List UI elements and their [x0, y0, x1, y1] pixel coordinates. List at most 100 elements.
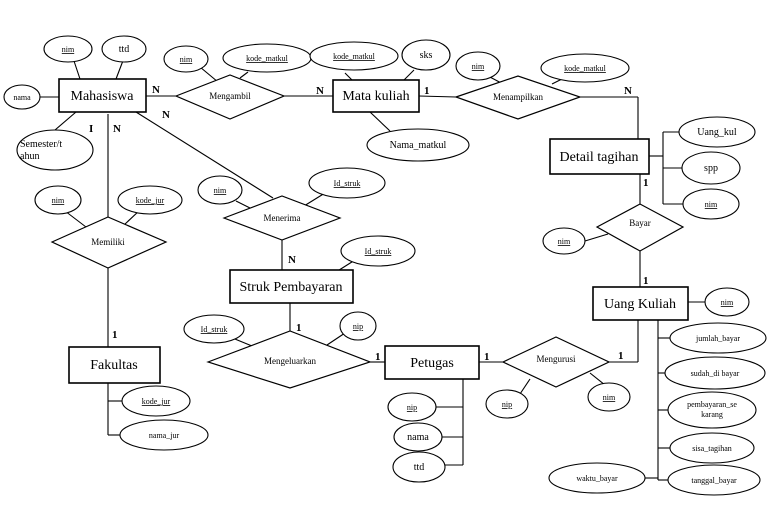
cardinality-dt-menampilkan: N — [624, 85, 632, 97]
line-terima-nim — [235, 200, 251, 209]
svg-text:nip: nip — [353, 322, 363, 331]
attribute-dt-uang-kul[interactable]: Uang_kul — [678, 116, 756, 148]
entity-label: Uang Kuliah — [604, 297, 676, 312]
relationship-menampilkan[interactable]: Menampilkan — [454, 75, 582, 120]
attribute-mhs-semester[interactable]: Semester/t ahun — [16, 129, 94, 171]
svg-text:spp: spp — [704, 163, 718, 174]
attribute-terima-nim[interactable]: nim — [197, 175, 243, 205]
svg-text:sisa_tagihan: sisa_tagihan — [692, 444, 732, 453]
attribute-uk-sisa-tagihan[interactable]: sisa_tagihan — [669, 432, 755, 464]
entity-mahasiswa[interactable]: Mahasiswa — [58, 78, 147, 113]
line-mk-nama — [369, 111, 391, 132]
attribute-tampil-kode-matkul[interactable]: kode_matkul — [540, 53, 630, 83]
svg-text:Uang_kul: Uang_kul — [697, 127, 737, 138]
attribute-milik-kode-jur[interactable]: kode_jur — [117, 185, 183, 215]
attribute-uk-jumlah-bayar[interactable]: jumlah_bayar — [669, 322, 767, 354]
connector-lines — [40, 54, 705, 481]
line-mhs-semester — [54, 111, 77, 131]
relationship-label: Mengambil — [209, 91, 251, 101]
attribute-uk-sudah-di-bayar[interactable]: sudah_di bayar — [664, 356, 766, 390]
relationship-label: Mengurusi — [537, 354, 576, 364]
attribute-ambil-kode-matkul[interactable]: kode_matkul — [222, 43, 312, 73]
attribute-ambil-nim[interactable]: nim — [163, 45, 209, 73]
attribute-urus-nim[interactable]: nim — [587, 382, 631, 412]
attribute-fak-kode-jur[interactable]: kode_jur — [121, 385, 191, 417]
entity-mata-kuliah[interactable]: Mata kuliah — [332, 79, 420, 113]
entity-detail-tagihan[interactable]: Detail tagihan — [549, 138, 650, 175]
svg-text:nama: nama — [407, 432, 429, 443]
attribute-pet-nip[interactable]: nip — [387, 392, 437, 422]
attribute-milik-nim[interactable]: nim — [34, 185, 82, 215]
entity-label: Detail tagihan — [560, 150, 639, 165]
attribute-bayar-nim[interactable]: nim — [542, 227, 586, 255]
svg-text:nim: nim — [603, 393, 616, 402]
svg-text:nim: nim — [721, 298, 734, 307]
line-bayar-nim — [584, 233, 609, 242]
svg-text:pembayaran_se: pembayaran_se — [687, 400, 737, 409]
svg-text:kode_matkul: kode_matkul — [333, 52, 376, 61]
svg-text:nim: nim — [62, 45, 75, 54]
attribute-mhs-ttd[interactable]: ttd — [101, 35, 147, 63]
attribute-pet-nama[interactable]: nama — [393, 422, 443, 452]
svg-text:sks: sks — [420, 50, 433, 61]
svg-text:Id_struk: Id_struk — [334, 179, 361, 188]
entity-uang-kuliah[interactable]: Uang Kuliah — [592, 286, 689, 321]
line-ambil-nim — [199, 66, 219, 83]
attribute-mk-nama-matkul[interactable]: Nama_matkul — [366, 128, 470, 162]
svg-text:nip: nip — [502, 400, 512, 409]
attribute-terima-id-struk[interactable]: Id_struk — [308, 167, 386, 199]
line-mk-menampilkan — [418, 95, 457, 98]
svg-text:kode_jur: kode_jur — [136, 196, 165, 205]
attribute-kel-id-struk[interactable]: Id_struk — [183, 314, 245, 344]
attribute-mk-sks[interactable]: sks — [401, 39, 451, 71]
svg-text:nim: nim — [558, 237, 571, 246]
relationship-bayar[interactable]: Bayar — [595, 203, 685, 252]
entity-label: Fakultas — [90, 358, 137, 373]
cardinality-uk-bayar: 1 — [643, 275, 649, 287]
attribute-pet-ttd[interactable]: ttd — [392, 451, 446, 483]
svg-text:Id_struk: Id_struk — [201, 325, 228, 334]
attribute-uk-pembayaran-sekarang[interactable]: pembayaran_se karang — [667, 391, 757, 429]
svg-text:waktu_bayar: waktu_bayar — [576, 474, 618, 483]
attribute-mhs-nim[interactable]: nim — [43, 35, 93, 63]
entity-label: Mahasiswa — [71, 89, 135, 104]
relationship-label: Bayar — [629, 218, 651, 228]
line-mhs-menerima — [135, 111, 274, 199]
cardinality-mhs-bar: I — [89, 123, 93, 135]
line-kel-nip — [326, 332, 346, 346]
attribute-mk-kode-matkul[interactable]: kode_matkul — [309, 41, 399, 71]
relationship-label: Menampilkan — [493, 92, 543, 102]
svg-text:kode_jur: kode_jur — [142, 397, 171, 406]
cardinality-mk-menampilkan: 1 — [424, 85, 430, 97]
entity-fakultas[interactable]: Fakultas — [68, 346, 161, 384]
svg-text:ahun: ahun — [20, 151, 39, 162]
svg-text:nip: nip — [407, 403, 417, 412]
line-milik-nim — [64, 210, 87, 228]
attribute-tampil-nim[interactable]: nim — [455, 51, 501, 81]
attribute-dt-spp[interactable]: spp — [681, 151, 741, 185]
entity-struk-pembayaran[interactable]: Struk Pembayaran — [229, 269, 354, 304]
attribute-uk-tanggal-bayar[interactable]: tanggal_bayar — [667, 464, 761, 496]
relationship-mengurusi[interactable]: Mengurusi — [501, 336, 611, 388]
cardinality-struk-menerima: N — [288, 254, 296, 266]
attribute-urus-nip[interactable]: nip — [485, 389, 529, 419]
attribute-kel-nip[interactable]: nip — [339, 311, 377, 341]
cardinality-labels: N N 1 N N N I N 1 1 1 1 1 1 1 — [89, 84, 649, 363]
attribute-uk-nim[interactable]: nim — [704, 287, 750, 317]
cardinality-mk-mengambil: N — [316, 85, 324, 97]
attribute-dt-nim[interactable]: nim — [682, 188, 740, 220]
relationship-mengambil[interactable]: Mengambil — [174, 74, 286, 120]
relationship-menerima[interactable]: Menerima — [222, 195, 342, 241]
entity-label: Mata kuliah — [342, 89, 409, 104]
relationship-mengeluarkan[interactable]: Mengeluarkan — [206, 330, 372, 389]
attribute-struk-id-struk[interactable]: Id_struk — [340, 235, 416, 267]
relationship-label: Menerima — [264, 213, 301, 223]
entity-petugas[interactable]: Petugas — [384, 345, 480, 380]
attribute-fak-nama-jur[interactable]: nama_jur — [119, 419, 209, 451]
attribute-uk-waktu-bayar[interactable]: waktu_bayar — [548, 462, 646, 494]
svg-text:Id_struk: Id_struk — [365, 247, 392, 256]
attribute-mhs-nama[interactable]: nama — [3, 84, 41, 110]
relationship-memiliki[interactable]: Memiliki — [50, 216, 168, 269]
line-urus-nip — [519, 378, 531, 395]
cardinality-petugas-mengurusi: 1 — [484, 351, 490, 363]
